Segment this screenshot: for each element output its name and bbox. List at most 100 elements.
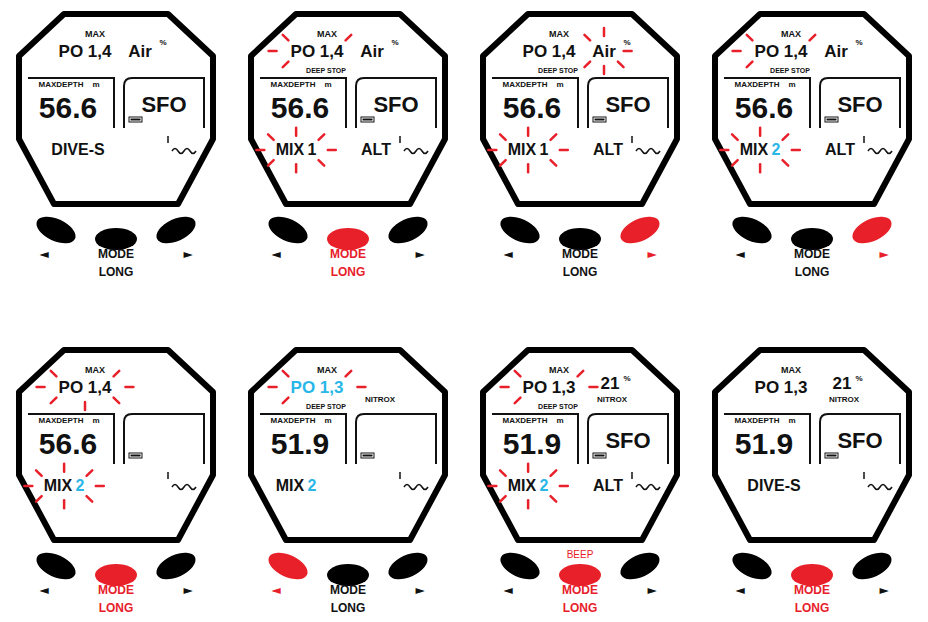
battery-icon bbox=[361, 117, 374, 122]
blink-ray bbox=[256, 149, 264, 152]
blink-ray bbox=[63, 500, 66, 508]
gas-name: Air bbox=[360, 43, 384, 60]
blink-ray bbox=[488, 149, 496, 152]
push-button bbox=[616, 547, 663, 585]
blink-ray bbox=[269, 50, 277, 53]
percent-sign: % bbox=[623, 39, 630, 47]
maxdepth-label: MAXDEPTH bbox=[503, 81, 548, 89]
battery-level bbox=[827, 119, 837, 121]
maxdepth-label: MAXDEPTH bbox=[271, 81, 316, 89]
safety-factor: SFO bbox=[141, 94, 186, 116]
deep-stop-indicator: DEEP STOP bbox=[770, 67, 810, 74]
field-box bbox=[588, 414, 668, 464]
left-button-label: ◄ bbox=[271, 248, 280, 260]
battery-level bbox=[363, 119, 373, 121]
push-button bbox=[32, 547, 79, 585]
wave-icon bbox=[172, 485, 196, 490]
field-divider bbox=[167, 472, 169, 479]
battery-icon bbox=[129, 453, 142, 458]
push-button bbox=[559, 564, 601, 586]
safety-factor: SFO bbox=[605, 94, 650, 116]
right-button-label: ► bbox=[415, 584, 424, 596]
max-indicator: MAX bbox=[317, 366, 337, 375]
left-button-label: ◄ bbox=[735, 248, 744, 260]
depth-value: 56.6 bbox=[735, 93, 793, 123]
battery-level bbox=[363, 455, 373, 457]
blink-ray bbox=[810, 35, 816, 41]
maxdepth-label: MAXDEPTH bbox=[271, 417, 316, 425]
push-button bbox=[848, 211, 895, 249]
lcd-display: MAXPO 1,3DEEP STOPNITROXMAXDEPTHm51.9MIX… bbox=[251, 350, 445, 540]
blink-ray bbox=[603, 28, 606, 36]
maxdepth-label: MAXDEPTH bbox=[735, 81, 780, 89]
right-button-label: ► bbox=[647, 584, 656, 596]
lcd-display: MAXPO 1,4MAXDEPTHm56.6MIX2 bbox=[19, 350, 213, 540]
blink-ray bbox=[283, 398, 289, 404]
lcd-display: MAXPO 1,4Air%DEEP STOPMAXDEPTHm56.6SFOMI… bbox=[483, 14, 677, 204]
mix-label: MIX bbox=[508, 142, 536, 158]
blink-ray bbox=[36, 470, 42, 476]
po2-value: PO 1,4 bbox=[59, 379, 112, 396]
push-button bbox=[327, 564, 369, 586]
deep-stop-indicator: DEEP STOP bbox=[306, 67, 346, 74]
altitude-label: ALT bbox=[593, 478, 623, 494]
po2-value: PO 1,3 bbox=[755, 379, 808, 396]
field-divider bbox=[631, 136, 633, 143]
press-type-label: LONG bbox=[331, 602, 366, 614]
battery-icon bbox=[593, 453, 606, 458]
blink-ray bbox=[747, 35, 753, 41]
right-button-label: ► bbox=[879, 248, 888, 260]
push-button bbox=[384, 211, 431, 249]
blink-ray bbox=[527, 164, 530, 172]
blink-ray bbox=[357, 386, 365, 389]
safety-factor: SFO bbox=[837, 430, 882, 452]
field-divider bbox=[631, 472, 633, 479]
octagon-housing bbox=[715, 350, 909, 540]
blink-ray bbox=[792, 149, 800, 152]
field-box bbox=[820, 78, 900, 128]
max-indicator: MAX bbox=[317, 30, 337, 39]
maxdepth-label: MAXDEPTH bbox=[39, 417, 84, 425]
depth-value: 56.6 bbox=[503, 93, 561, 123]
blink-ray bbox=[560, 485, 568, 488]
altitude-label: ALT bbox=[825, 142, 855, 158]
max-indicator: MAX bbox=[85, 30, 105, 39]
right-button-label: ► bbox=[183, 584, 192, 596]
mix-label: MIX bbox=[276, 478, 304, 494]
maxdepth-label: MAXDEPTH bbox=[503, 417, 548, 425]
blink-ray bbox=[24, 485, 32, 488]
wave-icon bbox=[404, 149, 428, 154]
blink-ray bbox=[551, 470, 557, 476]
po2-value: PO 1,4 bbox=[59, 43, 112, 60]
mix-number: 1 bbox=[308, 142, 317, 158]
mode-button-label: MODE bbox=[98, 584, 134, 596]
blink-ray bbox=[37, 386, 45, 389]
octagon-housing bbox=[715, 14, 909, 204]
battery-icon bbox=[593, 117, 606, 122]
blink-ray bbox=[551, 160, 557, 166]
mix-number: 2 bbox=[76, 478, 85, 494]
max-indicator: MAX bbox=[781, 30, 801, 39]
push-button bbox=[728, 211, 775, 249]
press-type-label: LONG bbox=[99, 602, 134, 614]
lcd-display: MAXPO 1,321%DEEP STOPNITROXMAXDEPTHm51.9… bbox=[483, 350, 677, 540]
blink-ray bbox=[295, 128, 298, 136]
wave-icon bbox=[868, 149, 892, 154]
depth-value: 51.9 bbox=[503, 429, 561, 459]
field-divider bbox=[399, 472, 401, 479]
field-divider bbox=[863, 136, 865, 143]
push-button bbox=[327, 228, 369, 250]
gas-name: Air bbox=[592, 43, 616, 60]
blink-ray bbox=[268, 160, 274, 166]
deep-stop-indicator: DEEP STOP bbox=[306, 403, 346, 410]
max-indicator: MAX bbox=[549, 366, 569, 375]
field-divider bbox=[863, 472, 865, 479]
blink-ray bbox=[515, 371, 521, 377]
unit-label: m bbox=[324, 81, 331, 89]
mode-button-label: MODE bbox=[330, 248, 366, 260]
blink-ray bbox=[114, 398, 120, 404]
mix-number: 2 bbox=[540, 478, 549, 494]
left-button-label: ◄ bbox=[271, 584, 280, 596]
left-button-label: ◄ bbox=[735, 584, 744, 596]
unit-label: m bbox=[556, 81, 563, 89]
